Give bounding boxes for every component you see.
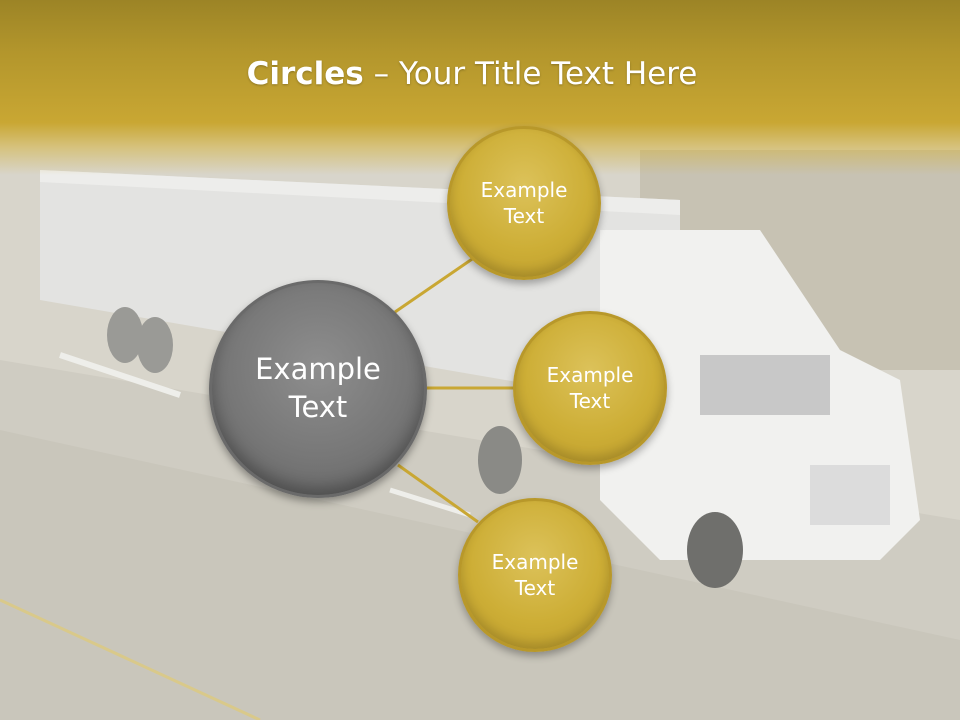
center-circle-label: Example Text [255,352,381,424]
title-bold: Circles [246,56,364,92]
connector-3 [397,463,479,524]
center-circle: Example Text [209,280,427,498]
satellite-circle-1: Example Text [447,126,601,280]
satellite-circle-2-label: Example Text [546,363,634,413]
satellite-circle-1-label: Example Text [480,178,568,228]
satellite-circle-3-label: Example Text [491,550,579,600]
title-rest: – Your Title Text Here [363,56,698,92]
satellite-circle-2: Example Text [513,311,667,465]
slide-title: Circles – Your Title Text Here [0,56,944,92]
connector-1 [394,253,479,314]
satellite-circle-3: Example Text [458,498,612,652]
